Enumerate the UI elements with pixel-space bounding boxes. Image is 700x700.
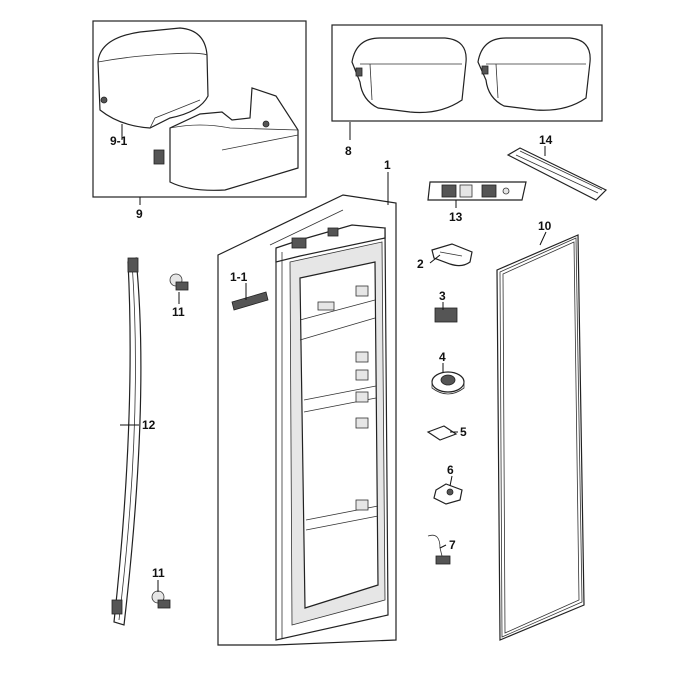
label-part-7: 7 — [449, 538, 456, 552]
part-12-handle — [111, 257, 142, 626]
part-8-bin-left — [351, 37, 467, 114]
part-8-bin-right — [477, 37, 591, 111]
label-part-9-1: 9-1 — [110, 134, 128, 148]
part-9-tray — [153, 87, 299, 191]
label-part-11-bottom: 11 — [152, 566, 165, 580]
part-8-group — [331, 24, 603, 122]
part-11-screw-bottom — [151, 590, 171, 609]
leader-lines — [120, 122, 547, 592]
part-9-1-cover — [97, 27, 209, 129]
label-part-6: 6 — [447, 463, 454, 477]
part-4-hinge — [431, 371, 465, 395]
part-6-bracket — [433, 483, 463, 505]
part-3-block — [434, 307, 458, 323]
label-part-1: 1 — [384, 158, 391, 172]
label-part-9: 9 — [136, 207, 143, 221]
part-14-trim — [506, 147, 608, 201]
label-part-4: 4 — [439, 350, 446, 364]
part-7-sensor — [427, 534, 451, 565]
label-part-12: 12 — [142, 418, 156, 432]
label-part-8: 8 — [345, 144, 352, 158]
part-1-1-badge — [231, 291, 269, 311]
label-part-3: 3 — [439, 289, 446, 303]
label-part-11-top: 11 — [172, 305, 185, 319]
label-part-13: 13 — [449, 210, 463, 224]
part-11-screw-top — [169, 273, 189, 291]
label-part-1-1: 1-1 — [230, 270, 248, 284]
part-10-gasket — [496, 234, 585, 641]
label-part-10: 10 — [538, 219, 552, 233]
part-2-hinge-cover — [431, 243, 473, 267]
part-8-frame — [331, 24, 603, 122]
part-1-door — [217, 194, 397, 646]
label-part-2: 2 — [417, 257, 424, 271]
label-part-14: 14 — [539, 133, 553, 147]
part-5-pad — [426, 425, 458, 441]
part-13-board — [427, 181, 527, 201]
part-9-frame — [92, 20, 307, 198]
label-part-5: 5 — [460, 425, 467, 439]
part-9-group — [92, 20, 307, 198]
